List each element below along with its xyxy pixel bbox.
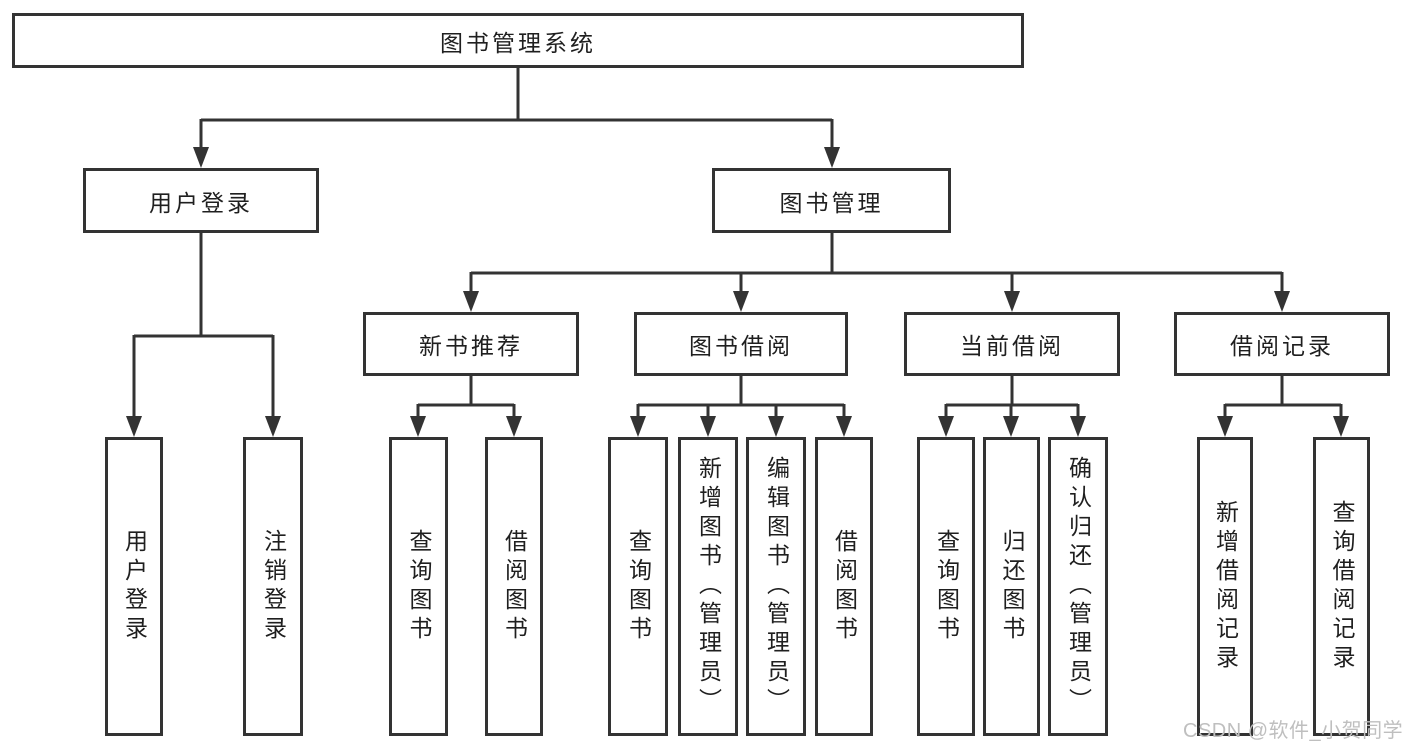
arrow-down-icon xyxy=(733,291,749,312)
arrow-down-icon xyxy=(700,416,716,437)
node-recommend-borrow-books-label: 借阅图书 xyxy=(501,528,528,645)
connector-current-borrow xyxy=(944,376,1080,416)
arrow-down-icon xyxy=(836,416,852,437)
node-user-login: 用户登录 xyxy=(83,168,319,233)
arrow-down-icon xyxy=(768,416,784,437)
node-current-query-books: 查询图书 xyxy=(917,437,975,736)
node-book-management-label: 图书管理 xyxy=(779,189,884,216)
arrow-down-icon xyxy=(193,147,209,168)
connector-root xyxy=(199,68,834,147)
arrow-down-icon xyxy=(1274,291,1290,312)
arrow-down-icon xyxy=(938,416,954,437)
node-recommend-query-books-label: 查询图书 xyxy=(406,528,432,645)
node-borrow-borrow-books: 借阅图书 xyxy=(815,437,873,736)
node-borrow-borrow-books-label: 借阅图书 xyxy=(831,528,858,645)
connector-borrow-records xyxy=(1223,376,1343,416)
node-new-book-recommend-label: 新书推荐 xyxy=(419,333,523,359)
node-borrow-records: 借阅记录 xyxy=(1174,312,1390,376)
node-current-borrow-label: 当前借阅 xyxy=(960,333,1064,359)
arrow-down-icon xyxy=(1003,416,1019,437)
arrow-down-icon xyxy=(410,416,426,437)
arrow-down-icon xyxy=(630,416,646,437)
arrow-down-icon xyxy=(824,147,840,168)
arrow-down-icon xyxy=(1333,416,1349,437)
node-current-confirm-return-admin-label: 确认归还（管理员） xyxy=(1065,456,1092,717)
csdn-watermark: CSDN @软件_小贺同学 xyxy=(1183,720,1404,742)
node-borrow-query-books: 查询图书 xyxy=(608,437,668,736)
node-borrow-edit-books-admin-label: 编辑图书（管理员） xyxy=(763,456,790,717)
node-records-add-record: 新增借阅记录 xyxy=(1197,437,1253,736)
node-logout: 注销登录 xyxy=(243,437,303,736)
arrow-down-icon xyxy=(1004,291,1020,312)
node-user-login-label: 用户登录 xyxy=(149,189,253,216)
node-login-label: 用户登录 xyxy=(121,528,148,645)
node-root-label: 图书管理系统 xyxy=(440,29,596,56)
arrow-down-icon xyxy=(126,416,142,437)
node-logout-label: 注销登录 xyxy=(260,528,287,645)
node-records-query-record-label: 查询借阅记录 xyxy=(1329,499,1355,674)
arrow-down-icon xyxy=(1070,416,1086,437)
node-borrow-add-books-admin-label: 新增图书（管理员） xyxy=(695,456,722,717)
node-recommend-borrow-books: 借阅图书 xyxy=(485,437,543,736)
connector-book-borrow xyxy=(636,376,846,416)
arrow-down-icon xyxy=(1217,416,1233,437)
node-records-add-record-label: 新增借阅记录 xyxy=(1212,499,1239,674)
connector-new-book-recommend xyxy=(416,376,516,416)
node-current-return-books: 归还图书 xyxy=(983,437,1040,736)
node-book-borrow-label: 图书借阅 xyxy=(689,333,793,359)
arrow-down-icon xyxy=(463,291,479,312)
node-borrow-records-label: 借阅记录 xyxy=(1230,333,1334,359)
node-root: 图书管理系统 xyxy=(12,13,1024,68)
node-book-borrow: 图书借阅 xyxy=(634,312,848,376)
node-borrow-edit-books-admin: 编辑图书（管理员） xyxy=(746,437,806,736)
node-borrow-query-books-label: 查询图书 xyxy=(625,528,652,645)
node-new-book-recommend: 新书推荐 xyxy=(363,312,579,376)
node-book-management: 图书管理 xyxy=(712,168,951,233)
connector-book-management xyxy=(469,233,1284,291)
connector-user-login xyxy=(132,233,275,416)
arrow-down-icon xyxy=(265,416,281,437)
node-borrow-add-books-admin: 新增图书（管理员） xyxy=(678,437,738,736)
node-current-confirm-return-admin: 确认归还（管理员） xyxy=(1048,437,1108,736)
node-current-borrow: 当前借阅 xyxy=(904,312,1120,376)
node-records-query-record: 查询借阅记录 xyxy=(1313,437,1370,736)
node-current-return-books-label: 归还图书 xyxy=(999,528,1025,645)
node-login: 用户登录 xyxy=(105,437,163,736)
node-current-query-books-label: 查询图书 xyxy=(933,528,960,645)
arrow-down-icon xyxy=(506,416,522,437)
node-recommend-query-books: 查询图书 xyxy=(389,437,448,736)
